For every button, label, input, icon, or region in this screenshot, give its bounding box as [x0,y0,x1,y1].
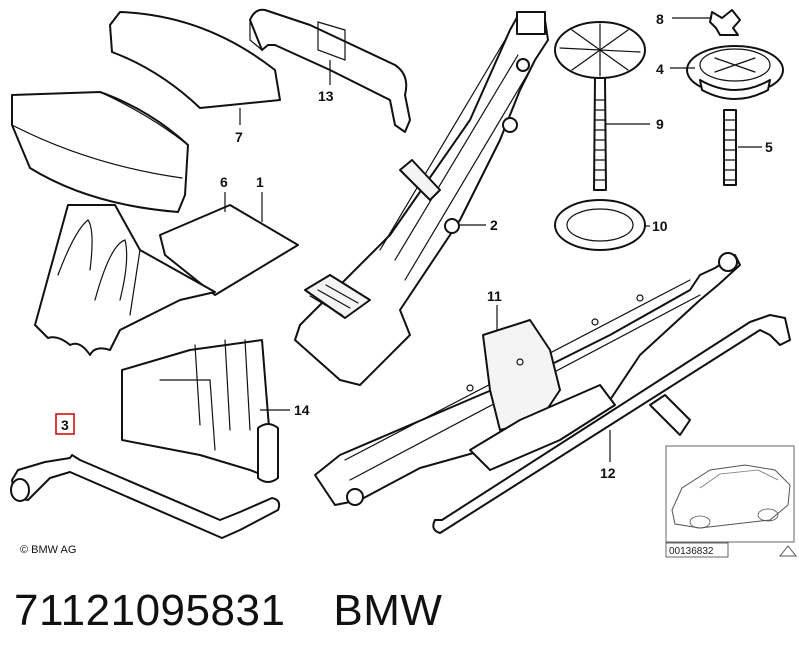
callout-3: 3 [61,417,69,433]
part-3-wheel-brace [10,454,281,539]
part-8-wing-nut [709,9,741,36]
callout-10: 10 [652,218,668,234]
callout-2: 2 [490,217,498,233]
part-4-grommet [686,45,784,100]
callout-1: 1 [256,174,264,190]
callout-14: 14 [294,402,310,418]
part-number-caption: 71121095831 BMW [14,586,442,636]
reference-code: 00136832 [669,546,714,557]
callout-4: 4 [656,61,664,77]
brand-name: BMW [333,586,443,635]
scissor-jack-vertical [294,11,549,386]
callout-9: 9 [656,116,664,132]
vehicle-inset: 00136832 [665,445,798,558]
callout-8: 8 [656,11,664,27]
callouts: 1 2 3 4 5 6 7 8 9 10 11 12 13 14 [55,11,773,481]
part-14-holder [121,339,279,483]
part-7-foam-pad [109,11,281,109]
part-number: 71121095831 [14,586,286,635]
leader-lines [224,17,762,462]
callout-5: 5 [765,139,773,155]
callout-12: 12 [600,465,616,481]
part-13-bracket [249,8,411,133]
copyright-notice: © BMW AG [20,544,76,556]
callout-11: 11 [487,288,502,304]
part-12-crank-handle [432,314,791,534]
part-11-scissor-jack [314,252,741,506]
part-9-bolt [554,21,646,191]
callout-3-highlight [55,413,75,435]
part-5-threaded-rod [723,109,737,186]
wheel-chock [34,204,216,356]
part-10-ring [554,199,646,251]
part-6-foam-pad [11,91,189,213]
callout-6: 6 [220,174,228,190]
callout-7: 7 [235,129,243,145]
part-1-mat [159,204,299,296]
callout-13: 13 [318,88,334,104]
